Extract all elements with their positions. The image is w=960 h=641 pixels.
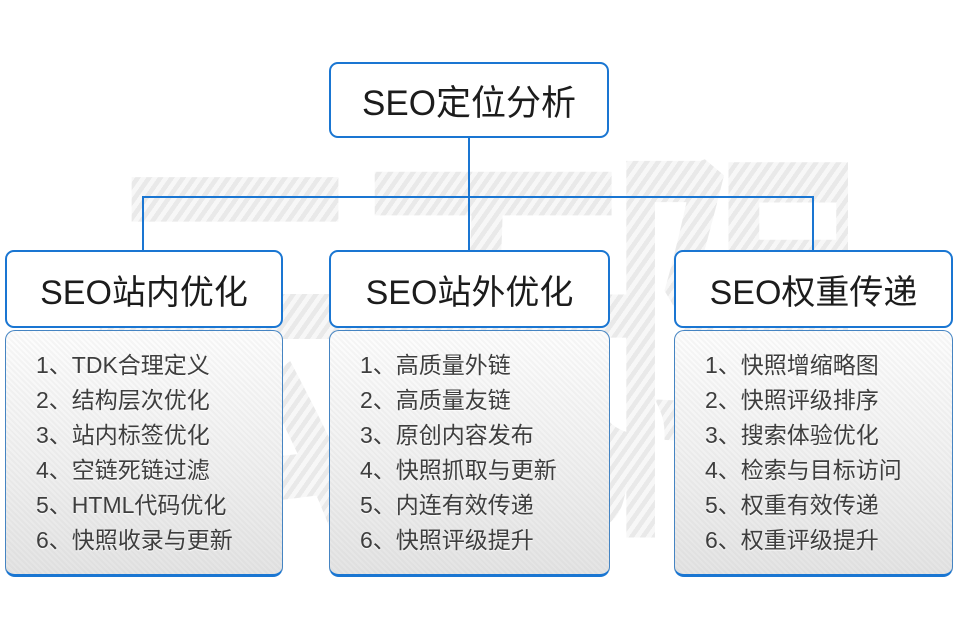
branch-panel-offsite: 1、高质量外链 2、高质量友链 3、原创内容发布 4、快照抓取与更新 5、内连有… — [329, 330, 610, 577]
connector-horizontal-bus — [142, 196, 814, 198]
offsite-item-list: 1、高质量外链 2、高质量友链 3、原创内容发布 4、快照抓取与更新 5、内连有… — [330, 331, 609, 558]
list-item: 6、快照收录与更新 — [36, 527, 233, 553]
branch-panel-weight: 1、快照增缩略图 2、快照评级排序 3、搜索体验优化 4、检索与目标访问 5、权… — [674, 330, 953, 577]
connector-drop-right — [812, 198, 814, 250]
list-item: 3、搜索体验优化 — [705, 422, 879, 448]
branch-header-offsite: SEO站外优化 — [329, 250, 610, 328]
list-item: 6、快照评级提升 — [360, 527, 534, 553]
branch-panel-onsite: 1、TDK合理定义 2、结构层次优化 3、站内标签优化 4、空链死链过滤 5、H… — [5, 330, 283, 577]
branch-header-weight: SEO权重传递 — [674, 250, 953, 328]
connector-root-stem — [468, 138, 470, 196]
list-item: 1、快照增缩略图 — [705, 352, 879, 378]
list-item: 2、结构层次优化 — [36, 387, 210, 413]
onsite-item-list: 1、TDK合理定义 2、结构层次优化 3、站内标签优化 4、空链死链过滤 5、H… — [6, 331, 282, 558]
list-item: 1、高质量外链 — [360, 352, 511, 378]
connector-drop-left — [142, 198, 144, 250]
connector-drop-center — [468, 198, 470, 250]
list-item: 1、TDK合理定义 — [36, 352, 210, 378]
branch-header-weight-title: SEO权重传递 — [709, 273, 918, 312]
list-item: 5、HTML代码优化 — [36, 492, 227, 518]
weight-item-list: 1、快照增缩略图 2、快照评级排序 3、搜索体验优化 4、检索与目标访问 5、权… — [675, 331, 952, 558]
list-item: 3、原创内容发布 — [360, 422, 534, 448]
root-node-title: SEO定位分析 — [362, 83, 576, 123]
branch-header-onsite: SEO站内优化 — [5, 250, 283, 328]
branch-header-offsite-title: SEO站外优化 — [365, 273, 574, 312]
list-item: 4、空链死链过滤 — [36, 457, 210, 483]
list-item: 5、内连有效传递 — [360, 492, 534, 518]
list-item: 2、快照评级排序 — [705, 387, 879, 413]
branch-header-onsite-title: SEO站内优化 — [40, 273, 248, 312]
list-item: 4、检索与目标访问 — [705, 457, 902, 483]
list-item: 3、站内标签优化 — [36, 422, 210, 448]
root-node-seo-positioning: SEO定位分析 — [329, 62, 609, 138]
list-item: 6、权重评级提升 — [705, 527, 879, 553]
list-item: 5、权重有效传递 — [705, 492, 879, 518]
list-item: 2、高质量友链 — [360, 387, 511, 413]
list-item: 4、快照抓取与更新 — [360, 457, 557, 483]
